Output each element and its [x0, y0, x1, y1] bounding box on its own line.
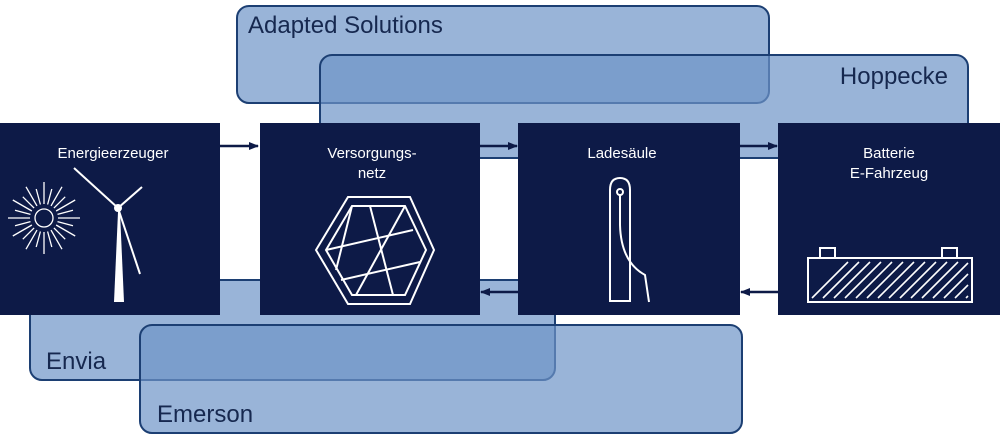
box-batterie-line2: E-Fahrzeug	[850, 165, 928, 182]
sun-ray	[55, 224, 76, 237]
region-label-envia: Envia	[46, 348, 107, 375]
wind-turbine-icon	[73, 167, 143, 302]
sun-ray	[14, 220, 31, 227]
sun-ray	[50, 186, 63, 207]
battery-hatch-line	[844, 261, 882, 299]
box-energieerzeuger-title: Energieerzeuger	[58, 145, 169, 162]
battery-hatch-line	[965, 295, 969, 299]
box-versorgungsnetz-line2: netz	[358, 165, 386, 182]
box-ladesaeule-title: Ladesäule	[587, 145, 656, 162]
region-emerson	[139, 324, 743, 434]
battery-hatch-line	[866, 261, 904, 299]
battery-hatch-line	[855, 261, 893, 299]
battery-hatch-line	[921, 261, 959, 299]
sun-ray	[57, 220, 74, 227]
battery-hatch-line	[954, 284, 969, 299]
sun-ray	[35, 231, 42, 248]
sun-ray	[14, 209, 31, 216]
sun-ray	[53, 196, 66, 209]
sun-ray	[22, 227, 35, 240]
sun-ray	[35, 188, 42, 205]
sun-ray	[25, 186, 38, 207]
battery-hatch-line	[899, 261, 937, 299]
battery-hatch-line	[910, 261, 948, 299]
box-energieerzeuger: Energieerzeuger	[0, 123, 220, 315]
battery-hatch-line	[833, 261, 871, 299]
sun-ray	[53, 227, 66, 240]
region-label-emerson: Emerson	[157, 401, 253, 428]
battery-hatch-line	[888, 261, 926, 299]
sun-ray	[22, 196, 35, 209]
region-label-adapted: Adapted Solutions	[248, 12, 443, 39]
box-versorgungsnetz: Versorgungs- netz	[260, 123, 480, 315]
box-versorgungsnetz-line1: Versorgungs-	[327, 145, 416, 162]
battery-hatch-line	[877, 261, 915, 299]
battery-hatch-line	[811, 261, 849, 299]
sun-ray	[55, 199, 76, 212]
box-ladesaeule: Ladesäule	[518, 123, 740, 315]
sun-ray	[12, 224, 33, 237]
sun-ray	[25, 229, 38, 250]
battery-hatch-line	[822, 261, 860, 299]
battery-hatch-line	[943, 273, 969, 299]
battery-icon	[807, 247, 973, 303]
sun-ray	[50, 229, 63, 250]
sun-icon	[8, 182, 80, 254]
grid-network-icon	[314, 196, 436, 305]
sun-ray	[46, 231, 53, 248]
box-batterie: Batterie E-Fahrzeug	[778, 123, 1000, 315]
charging-station-icon	[609, 176, 650, 303]
region-label-hoppecke: Hoppecke	[840, 63, 948, 90]
box-batterie-line1: Batterie	[863, 145, 915, 162]
sun-ray	[46, 188, 53, 205]
sun-ray	[57, 209, 74, 216]
battery-hatch-line	[932, 262, 969, 299]
sun-ray	[12, 199, 33, 212]
